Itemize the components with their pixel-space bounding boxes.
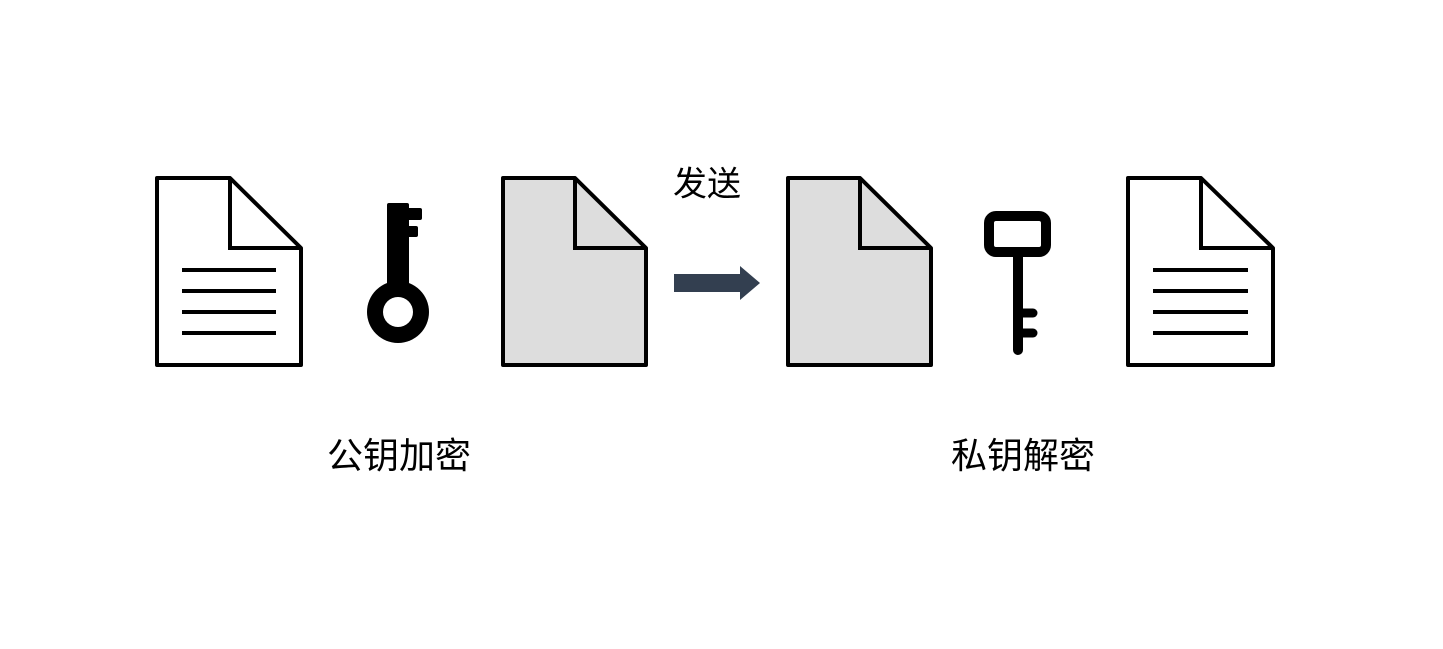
- decrypted-document-icon: [1126, 176, 1275, 367]
- encrypted-document-icon: [501, 176, 648, 367]
- private-key-icon: [984, 211, 1051, 355]
- send-label: 发送: [673, 164, 741, 205]
- send-arrow-icon: [674, 266, 760, 300]
- received-encrypted-document-icon: [786, 176, 933, 367]
- public-key-encrypt-label: 公钥加密: [326, 436, 472, 477]
- private-key-decrypt-label: 私钥解密: [950, 436, 1096, 477]
- plaintext-document-icon: [155, 176, 303, 367]
- public-key-icon: [367, 203, 429, 343]
